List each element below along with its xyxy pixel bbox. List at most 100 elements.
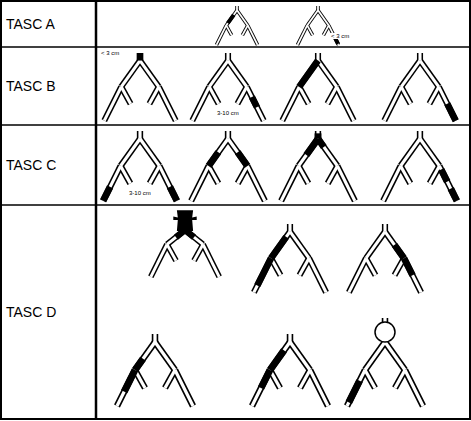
vessel-wall	[209, 61, 228, 87]
vessel-lumen	[281, 166, 298, 201]
vessel-wall	[150, 166, 160, 183]
vessel-wall	[117, 370, 135, 406]
row-header: TASC D	[6, 305, 56, 319]
vessel-lumen	[297, 25, 307, 44]
vessel-lumen	[228, 61, 247, 87]
vessel-lumen	[252, 370, 270, 406]
vessel-wall	[366, 258, 376, 275]
vessel-wall	[121, 166, 131, 183]
iliac-figure	[103, 131, 177, 201]
vessel-wall	[429, 87, 438, 104]
vessel-lumen	[165, 370, 175, 388]
vessel-lumen	[401, 61, 420, 87]
vessel-lumen	[383, 166, 400, 201]
vessel-wall	[318, 61, 337, 87]
vessel-lumen	[309, 258, 326, 292]
vessel-lumen	[150, 166, 160, 183]
vessel-lumen	[337, 87, 354, 121]
dimension-label: < 3 cm	[330, 33, 350, 39]
vessel-wall	[299, 166, 309, 183]
lesion	[176, 230, 185, 237]
vessel-wall	[281, 166, 298, 201]
lesion	[395, 245, 405, 258]
vessel-wall	[439, 166, 456, 201]
lesion	[124, 370, 135, 392]
vessel-lumen	[159, 87, 176, 121]
vessel-wall	[430, 166, 440, 183]
vessel-lumen	[270, 342, 290, 370]
iliac-figure	[384, 53, 455, 121]
vessel-lumen	[242, 25, 247, 35]
vessel-lumen	[247, 166, 264, 201]
vessel-wall	[401, 166, 411, 183]
lesion	[271, 237, 286, 258]
vessel-lumen	[151, 244, 167, 276]
vessel-wall	[328, 166, 338, 183]
iliac-figure	[104, 53, 175, 121]
vessel-wall	[297, 25, 307, 44]
iliac-figure	[254, 224, 326, 292]
iliac-figure	[349, 224, 421, 292]
vessel-lumen	[430, 166, 440, 183]
vessel-wall	[216, 25, 226, 44]
vessel-lumen	[282, 87, 299, 121]
vessel-wall	[385, 342, 405, 370]
vessel-wall	[121, 87, 130, 104]
vessel-wall	[299, 139, 318, 166]
vessel-wall	[270, 342, 290, 370]
iliac-figure	[282, 53, 353, 121]
vessel-lumen	[209, 139, 228, 166]
vessel-wall	[135, 342, 155, 370]
vessel-lumen	[104, 87, 121, 121]
vessel-lumen	[418, 53, 421, 61]
vessel-wall	[365, 342, 385, 370]
vessel-lumen	[226, 53, 229, 61]
vessel-lumen	[318, 61, 337, 87]
vessel-wall	[307, 25, 312, 35]
vessel-lumen	[238, 166, 248, 183]
vessel-lumen	[194, 244, 203, 260]
vessel-lumen	[310, 370, 328, 406]
lesion	[451, 189, 457, 201]
vessel-lumen	[316, 53, 319, 61]
vessel-lumen	[317, 6, 319, 10]
vessel-lumen	[135, 342, 155, 370]
vessel-lumen	[226, 131, 229, 139]
iliac-figure	[151, 210, 219, 277]
vessel-lumen	[288, 334, 291, 342]
vessel-wall	[104, 87, 121, 121]
vessel-wall	[401, 139, 420, 166]
vessel-lumen	[192, 87, 209, 121]
row-divider	[1, 124, 470, 126]
aortic-occlusion	[173, 210, 196, 231]
iliac-figure	[281, 131, 355, 201]
vessel-lumen	[153, 334, 156, 342]
vessel-wall	[209, 166, 219, 183]
lesion	[170, 187, 177, 201]
vessel-lumen	[209, 61, 228, 87]
vessel-lumen	[226, 25, 231, 35]
vessel-lumen	[103, 166, 120, 201]
iliac-figure	[383, 131, 457, 201]
vessel-wall	[159, 87, 176, 121]
vessel-lumen	[138, 53, 141, 61]
vessel-wall	[405, 370, 423, 406]
row-header: TASC A	[6, 17, 55, 31]
vessel-wall	[254, 258, 271, 292]
vessel-wall	[226, 25, 231, 35]
vessel-wall	[439, 87, 456, 121]
iliac-figures	[103, 6, 457, 406]
vessel-lumen	[401, 139, 420, 166]
vessel-lumen	[439, 166, 456, 201]
vessel-lumen	[299, 166, 309, 183]
vessel-lumen	[203, 244, 219, 276]
vessel-lumen	[349, 258, 366, 292]
vessel-lumen	[318, 139, 337, 166]
iliac-figure	[347, 318, 423, 406]
vessel-wall	[238, 166, 248, 183]
vessel-wall	[300, 370, 310, 388]
vessel-wall	[299, 87, 308, 104]
